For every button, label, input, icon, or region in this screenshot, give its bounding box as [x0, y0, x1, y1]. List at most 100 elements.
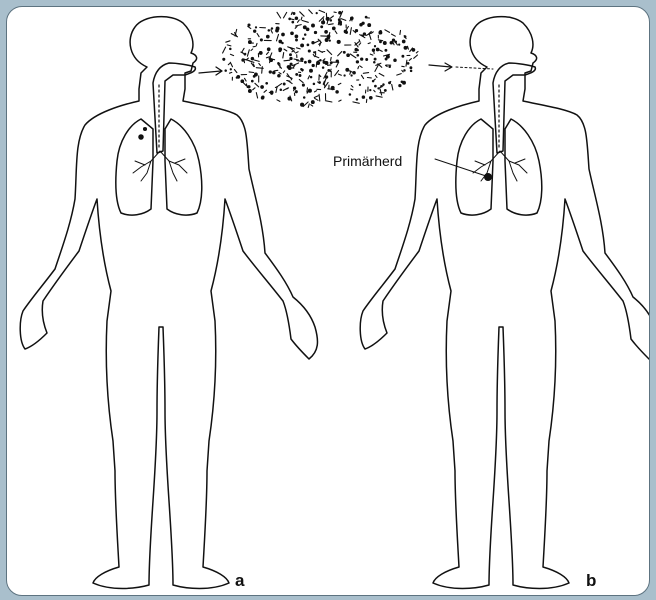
droplet — [308, 76, 310, 79]
droplet — [380, 89, 382, 95]
droplet — [305, 34, 306, 35]
primary-focus-dot — [484, 173, 492, 181]
droplet — [292, 21, 294, 23]
droplet — [301, 58, 303, 60]
droplet — [338, 74, 341, 75]
droplet — [313, 83, 314, 84]
droplet — [249, 90, 252, 93]
droplet — [360, 66, 362, 68]
droplet — [310, 76, 311, 77]
droplet — [344, 30, 347, 33]
figure-canvas — [7, 7, 649, 595]
droplet — [310, 69, 313, 72]
droplet — [278, 84, 281, 86]
droplet — [308, 104, 309, 108]
droplet — [311, 105, 313, 106]
droplet — [296, 52, 299, 53]
droplet — [358, 67, 359, 69]
droplet — [298, 20, 300, 22]
droplet — [307, 88, 308, 92]
droplet — [350, 54, 356, 58]
droplet — [295, 17, 297, 19]
primary-focus-leader-line — [435, 159, 489, 177]
droplet — [414, 55, 418, 58]
droplet — [234, 70, 237, 73]
droplet — [300, 12, 304, 16]
droplet — [304, 97, 305, 98]
droplet — [277, 100, 280, 102]
droplet — [284, 12, 287, 18]
droplet — [289, 18, 291, 20]
droplet — [308, 89, 311, 92]
droplet — [326, 76, 328, 78]
droplet — [312, 64, 314, 66]
droplet — [255, 27, 256, 28]
droplet — [356, 61, 358, 63]
droplet — [361, 58, 363, 60]
droplet — [314, 31, 316, 33]
droplet — [328, 35, 330, 37]
droplet — [260, 39, 262, 41]
droplet — [335, 70, 339, 75]
droplet — [378, 88, 379, 89]
droplet — [256, 93, 257, 98]
droplet — [308, 50, 310, 52]
droplet — [375, 65, 378, 71]
droplet — [410, 67, 412, 69]
droplet — [255, 83, 259, 87]
droplet — [330, 62, 332, 64]
droplet — [301, 44, 304, 47]
droplet — [291, 32, 294, 35]
droplet — [279, 40, 282, 43]
droplet — [242, 48, 244, 52]
droplet — [351, 75, 352, 76]
droplet — [248, 26, 251, 28]
droplet — [302, 84, 304, 86]
droplet — [347, 54, 350, 57]
droplet — [294, 59, 298, 60]
droplet — [267, 35, 270, 38]
droplet — [368, 43, 370, 44]
droplet — [301, 103, 304, 106]
droplet — [408, 46, 409, 49]
droplet — [249, 72, 254, 73]
droplet — [336, 91, 338, 93]
droplet — [306, 28, 309, 31]
droplet — [236, 77, 237, 78]
droplet — [282, 42, 283, 43]
droplet — [329, 24, 334, 25]
droplet — [355, 30, 357, 32]
droplet — [385, 30, 390, 33]
droplet — [327, 50, 332, 55]
droplet — [402, 40, 405, 43]
droplet — [316, 13, 317, 14]
panel-label-b: b — [586, 571, 596, 591]
droplet — [319, 94, 320, 101]
droplet — [312, 24, 315, 27]
droplet — [302, 21, 308, 23]
droplet — [337, 40, 340, 43]
droplet — [376, 75, 378, 77]
droplet — [283, 71, 284, 73]
droplet — [339, 12, 341, 14]
droplet — [401, 81, 403, 83]
droplet — [284, 60, 290, 61]
droplet — [274, 70, 278, 71]
droplet — [271, 28, 272, 29]
droplet — [355, 48, 357, 50]
droplet — [392, 34, 396, 36]
droplet — [264, 90, 267, 92]
droplet — [295, 26, 297, 28]
droplet — [277, 12, 281, 18]
droplet — [385, 49, 387, 51]
droplet — [331, 57, 332, 60]
droplet — [353, 102, 359, 103]
droplet — [271, 92, 273, 94]
droplet — [253, 88, 255, 90]
droplet — [389, 82, 391, 84]
droplet — [330, 16, 333, 18]
figure-frame: Primärherd a b — [6, 6, 650, 596]
droplet — [370, 97, 373, 100]
droplet — [288, 97, 291, 100]
droplet — [294, 89, 295, 91]
